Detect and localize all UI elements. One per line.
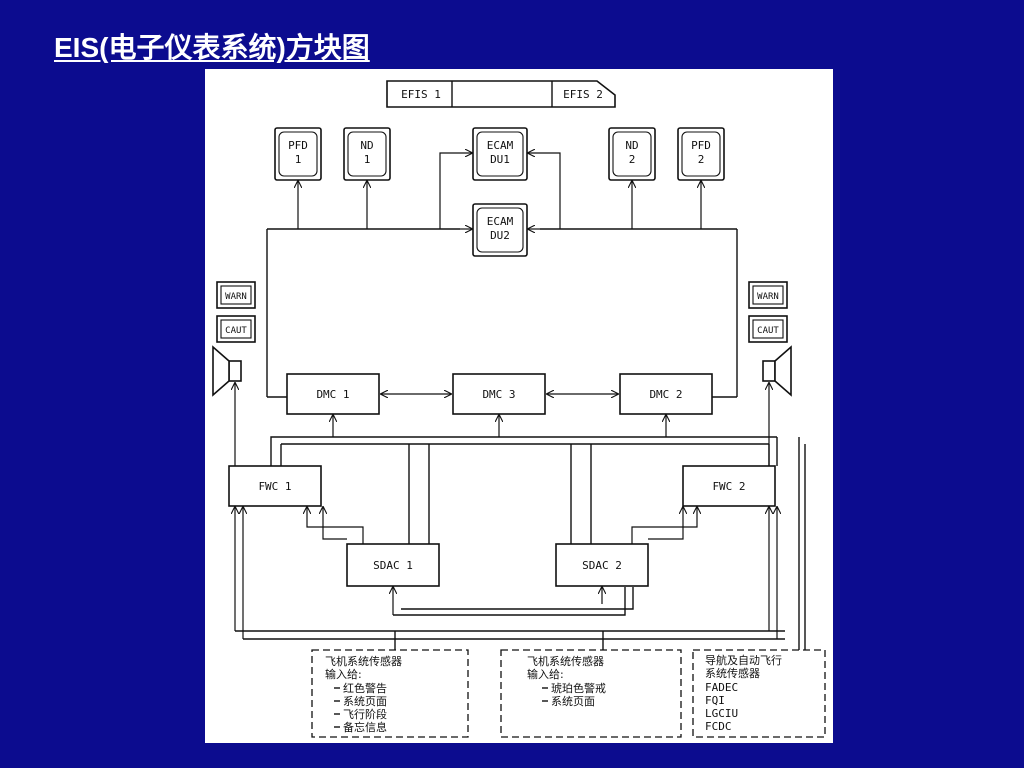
svg-text:FWC 2: FWC 2 bbox=[712, 480, 745, 493]
svg-text:2: 2 bbox=[698, 153, 705, 166]
svg-text:1: 1 bbox=[295, 153, 302, 166]
svg-text:SDAC 1: SDAC 1 bbox=[373, 559, 413, 572]
warn-light-right: WARN bbox=[748, 281, 788, 309]
slide-title: EIS(电子仪表系统)方块图 bbox=[54, 32, 370, 63]
nd2-display: ND 2 bbox=[608, 127, 656, 181]
eis-block-diagram: EFIS 1 EFIS 2 PFD 1 ND 1 ECAM DU1 ECAM D… bbox=[205, 69, 833, 743]
svg-text:红色警告: 红色警告 bbox=[343, 681, 387, 695]
svg-text:1: 1 bbox=[364, 153, 371, 166]
caut-light-left: CAUT bbox=[216, 315, 256, 343]
svg-text:CAUT: CAUT bbox=[225, 326, 247, 336]
svg-text:2: 2 bbox=[629, 153, 636, 166]
svg-text:ECAM: ECAM bbox=[487, 139, 514, 152]
svg-text:SDAC 2: SDAC 2 bbox=[582, 559, 622, 572]
svg-text:备忘信息: 备忘信息 bbox=[343, 720, 387, 734]
sensor-input-box-left: 飞机系统传感器 输入给: 红色警告 系统页面 飞行阶段 备忘信息 bbox=[311, 649, 469, 738]
dmc2-box: DMC 2 bbox=[619, 373, 713, 415]
svg-text:DMC 2: DMC 2 bbox=[649, 388, 682, 401]
svg-text:琥珀色警戒: 琥珀色警戒 bbox=[551, 681, 606, 695]
svg-text:导航及自动飞行: 导航及自动飞行 bbox=[705, 653, 782, 667]
sdac-to-fwc-arrows bbox=[307, 507, 697, 544]
fwc1-box: FWC 1 bbox=[228, 465, 322, 507]
fwc2-box: FWC 2 bbox=[682, 465, 776, 507]
svg-text:DMC 3: DMC 3 bbox=[482, 388, 515, 401]
svg-text:FCDC: FCDC bbox=[705, 720, 732, 733]
svg-text:LGCIU: LGCIU bbox=[705, 707, 738, 720]
sensor-input-box-right: 导航及自动飞行 系统传感器 FADEC FQI LGCIU FCDC bbox=[692, 649, 826, 738]
sdac2-box: SDAC 2 bbox=[555, 543, 649, 587]
svg-text:输入给:: 输入给: bbox=[527, 667, 564, 681]
efis1-label: EFIS 1 bbox=[401, 88, 441, 101]
svg-text:PFD: PFD bbox=[691, 139, 711, 152]
svg-text:WARN: WARN bbox=[757, 292, 779, 302]
svg-text:系统页面: 系统页面 bbox=[551, 695, 595, 708]
svg-text:飞机系统传感器: 飞机系统传感器 bbox=[527, 654, 604, 668]
loudspeaker-right-icon bbox=[762, 345, 792, 397]
display-bus-lines bbox=[266, 228, 738, 398]
efis-control-panel: EFIS 1 EFIS 2 bbox=[386, 80, 616, 108]
dmc-input-bus bbox=[270, 415, 778, 544]
caut-light-right: CAUT bbox=[748, 315, 788, 343]
svg-text:系统传感器: 系统传感器 bbox=[705, 667, 760, 680]
dmc3-box: DMC 3 bbox=[452, 373, 546, 415]
ecam-du1-display: ECAM DU1 bbox=[472, 127, 528, 181]
warn-light-left: WARN bbox=[216, 281, 256, 309]
svg-text:飞行阶段: 飞行阶段 bbox=[343, 707, 387, 721]
pfd1-display: PFD 1 bbox=[274, 127, 322, 181]
svg-text:CAUT: CAUT bbox=[757, 326, 779, 336]
svg-text:ND: ND bbox=[360, 139, 373, 152]
svg-text:输入给:: 输入给: bbox=[325, 667, 362, 681]
loudspeaker-left-icon bbox=[212, 345, 242, 397]
diagram-canvas: EFIS 1 EFIS 2 PFD 1 ND 1 ECAM DU1 ECAM D… bbox=[212, 80, 826, 738]
efis2-label: EFIS 2 bbox=[563, 88, 603, 101]
svg-text:FQI: FQI bbox=[705, 694, 725, 707]
svg-text:DU1: DU1 bbox=[490, 153, 510, 166]
svg-text:DMC 1: DMC 1 bbox=[316, 388, 349, 401]
svg-text:系统页面: 系统页面 bbox=[343, 695, 387, 708]
svg-text:PFD: PFD bbox=[288, 139, 308, 152]
svg-text:ECAM: ECAM bbox=[487, 215, 514, 228]
svg-text:ND: ND bbox=[625, 139, 638, 152]
ecam-du2-display: ECAM DU2 bbox=[472, 203, 528, 257]
pfd2-display: PFD 2 bbox=[677, 127, 725, 181]
dmc1-box: DMC 1 bbox=[286, 373, 380, 415]
nd1-display: ND 1 bbox=[343, 127, 391, 181]
svg-text:FWC 1: FWC 1 bbox=[258, 480, 291, 493]
sdac1-box: SDAC 1 bbox=[346, 543, 440, 587]
display-feed-arrows bbox=[298, 153, 701, 229]
fwc-to-alert-arrows bbox=[235, 383, 769, 466]
svg-text:WARN: WARN bbox=[225, 292, 247, 302]
sensor-input-box-middle: 飞机系统传感器 输入给: 琥珀色警戒 系统页面 bbox=[500, 649, 682, 738]
svg-text:FADEC: FADEC bbox=[705, 681, 738, 694]
svg-text:飞机系统传感器: 飞机系统传感器 bbox=[325, 654, 402, 668]
sensor-input-lines bbox=[235, 437, 806, 650]
svg-text:DU2: DU2 bbox=[490, 229, 510, 242]
